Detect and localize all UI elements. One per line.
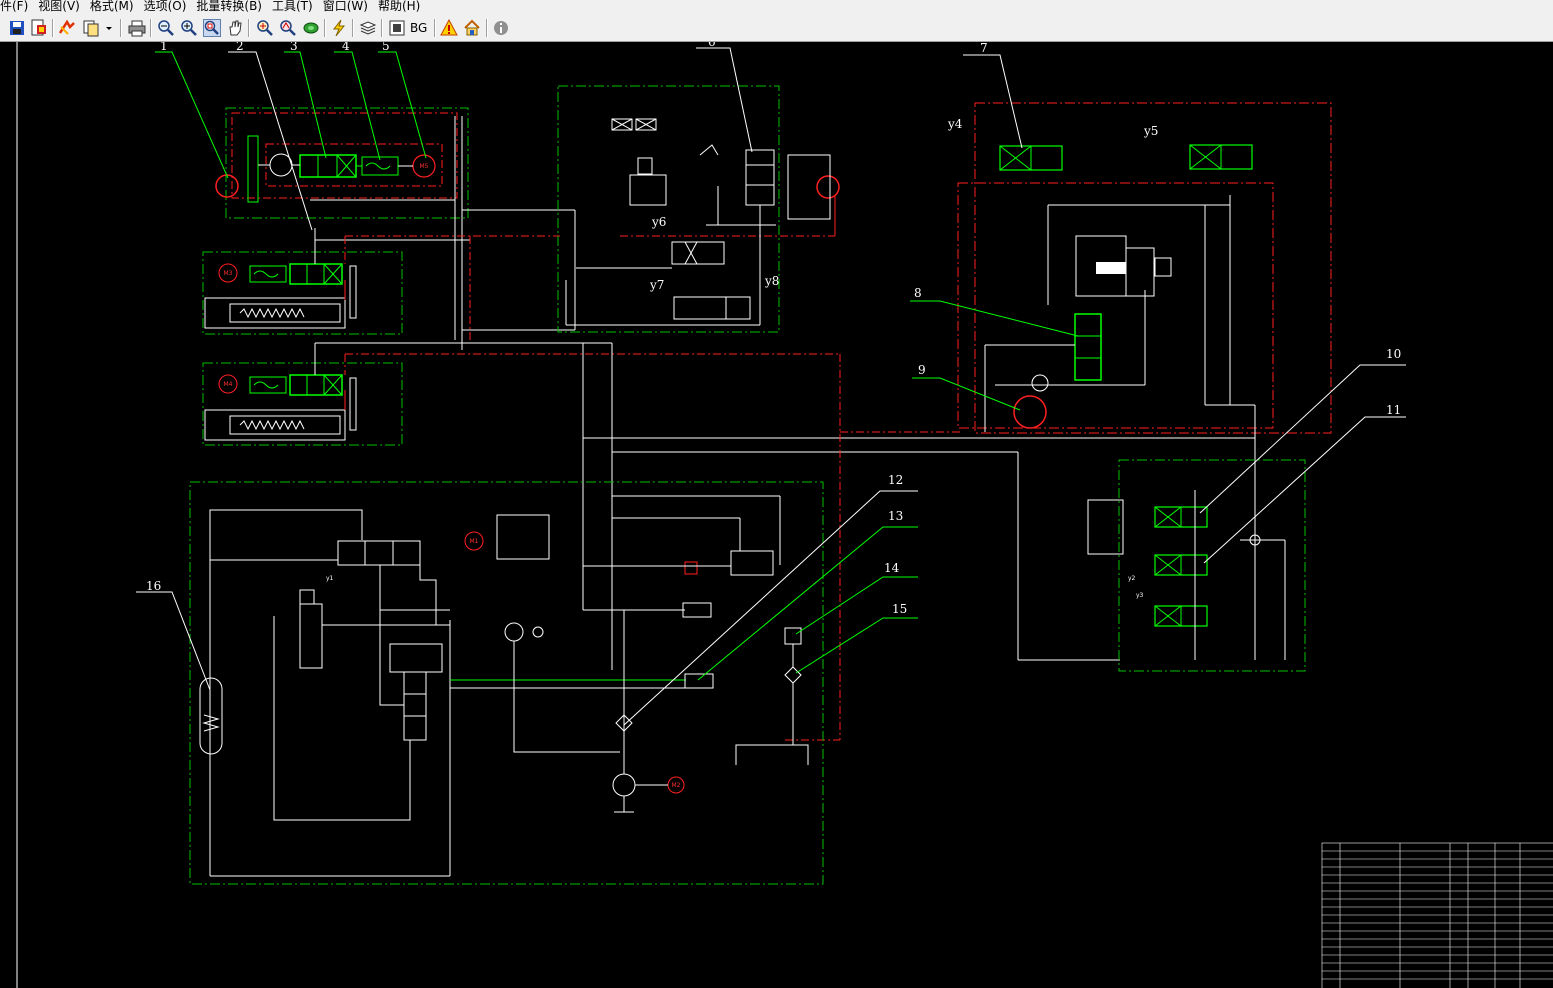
valve-block-10: [1087, 459, 1306, 672]
valve-block-6: [557, 85, 840, 333]
motor-label-m3: M3: [224, 270, 233, 277]
menu-tools[interactable]: 工具(T): [272, 0, 313, 13]
pipelines-left: [314, 209, 1255, 741]
menu-bar: 件(F) 视图(V) 格式(M) 选项(O) 批量转换(B) 工具(T) 窗口(W) 帮助(H…: [0, 0, 1553, 14]
zoom-realtime-icon[interactable]: [279, 19, 297, 37]
zoom-extents-icon[interactable]: [256, 19, 274, 37]
callout-5: 5: [382, 42, 390, 53]
home-icon[interactable]: [463, 19, 481, 37]
menu-batch-convert[interactable]: 批量转换(B): [196, 0, 262, 13]
callout-2: 2: [236, 42, 244, 53]
callout-7: 7: [980, 42, 988, 55]
hydraulic-schematic: M5 M3 M4: [16, 42, 1553, 988]
motor-label-m2: M2: [672, 782, 681, 789]
motor-label-m1: M1: [470, 538, 479, 545]
callout-16: 16: [146, 579, 161, 593]
callout-y6: y6: [651, 215, 666, 229]
warning-icon[interactable]: [440, 18, 458, 37]
motor-unit-m4: M4: [202, 362, 403, 446]
leader-lines: [136, 47, 1406, 726]
callout-13: 13: [888, 509, 903, 523]
parts-list-table: [1321, 842, 1553, 988]
menu-view[interactable]: 视图(V): [38, 0, 80, 13]
info-icon[interactable]: [492, 19, 510, 37]
callout-8: 8: [914, 286, 922, 300]
callout-9: 9: [918, 363, 926, 377]
copy-icon[interactable]: [82, 19, 100, 37]
menu-file[interactable]: 件(F): [0, 0, 29, 13]
callout-12: 12: [888, 473, 903, 487]
zoom-in-icon[interactable]: [180, 19, 198, 37]
motor-unit-top: M5: [215, 107, 469, 350]
pump-station: M1 M2: [189, 481, 824, 885]
print-icon[interactable]: [128, 19, 146, 37]
flash-icon[interactable]: [330, 19, 348, 37]
callout-1: 1: [160, 42, 168, 53]
save-icon[interactable]: [8, 19, 26, 37]
callout-labels: 1 2 3 4 5 6 7 8 9 10 11 12 13 14 15 16 y…: [146, 42, 1401, 616]
menu-window[interactable]: 窗口(W): [322, 0, 368, 13]
motor-label-m5: M5: [420, 163, 429, 170]
callout-15: 15: [892, 602, 907, 616]
frame-icon[interactable]: [388, 19, 406, 37]
convert-icon[interactable]: [58, 19, 76, 37]
menu-help[interactable]: 帮助(H): [377, 0, 421, 13]
callout-y4: y4: [947, 117, 963, 131]
callout-10: 10: [1386, 347, 1401, 361]
callout-y2: y2: [1128, 575, 1136, 582]
dropdown-arrow-icon[interactable]: [104, 19, 114, 37]
motor-label-m4: M4: [224, 381, 233, 388]
layers-icon[interactable]: [359, 19, 377, 37]
drawing-canvas[interactable]: M5 M3 M4: [0, 42, 1553, 988]
callout-4: 4: [342, 42, 350, 53]
zoom-window-icon[interactable]: [203, 19, 221, 37]
menu-options[interactable]: 选项(O): [143, 0, 187, 13]
callout-3: 3: [290, 42, 298, 53]
callout-y3: y3: [1136, 592, 1144, 599]
callout-y1: y1: [326, 575, 334, 582]
callout-11: 11: [1386, 403, 1401, 417]
callout-y7: y7: [649, 278, 664, 292]
zoom-out-icon[interactable]: [157, 19, 175, 37]
menu-format[interactable]: 格式(M): [89, 0, 134, 13]
bg-toggle-button[interactable]: BG: [410, 21, 428, 35]
view-3d-icon[interactable]: [302, 19, 320, 37]
motor-unit-m3: M3: [202, 251, 403, 335]
pan-hand-icon[interactable]: [226, 19, 244, 37]
callout-y8: y8: [764, 274, 779, 288]
callout-6: 6: [708, 42, 716, 49]
valve-block-7: [957, 102, 1332, 660]
callout-14: 14: [884, 561, 900, 575]
callout-y5: y5: [1143, 124, 1158, 138]
toolbar: BG: [0, 14, 1553, 42]
pdf-export-icon[interactable]: [30, 19, 48, 37]
